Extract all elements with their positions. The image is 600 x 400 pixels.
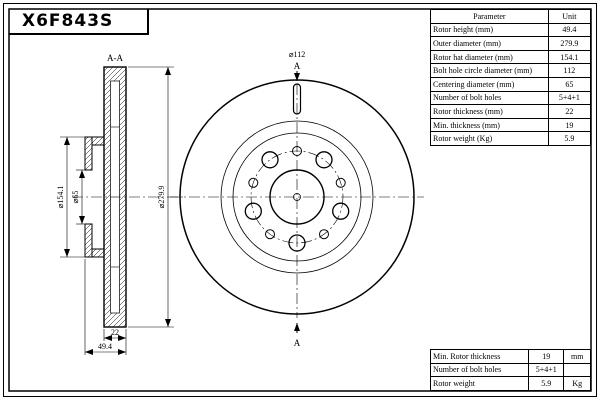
- summary-value: 19: [528, 349, 565, 364]
- spec-value: 22: [547, 104, 592, 119]
- centering-hole: [269, 169, 325, 225]
- table-row: Bolt hole circle diameter (mm) 112: [430, 63, 592, 78]
- spec-param: Outer diameter (mm): [430, 36, 549, 51]
- spec-param: Bolt hole circle diameter (mm): [430, 63, 549, 78]
- summary-label: Min. Rotor thickness: [429, 349, 530, 364]
- spec-value: 5+4+1: [547, 90, 592, 106]
- summary-value: 5+4+1: [528, 362, 565, 378]
- spec-value: 279.9: [547, 36, 592, 51]
- height-label: 49.4: [98, 342, 112, 351]
- summary-value: 5.9: [528, 376, 565, 391]
- part-number: X6F843S: [22, 11, 114, 31]
- table-row: Min. thickness (mm) 19: [430, 117, 592, 133]
- balance-slot: [292, 83, 302, 115]
- spec-value: 49.4: [547, 22, 592, 38]
- table-row: Rotor weight 5.9 Kg: [429, 376, 591, 391]
- band-inner-circle: [220, 120, 374, 274]
- small-hole: [248, 177, 259, 188]
- summary-table: Min. Rotor thickness 19 mm Number of bol…: [429, 349, 591, 391]
- table-row: Outer diameter (mm) 279.9: [430, 36, 592, 51]
- hat-web-bottom: [91, 248, 105, 258]
- spec-param: Rotor height (mm): [430, 22, 549, 38]
- table-row: Number of bolt holes 5+4+1: [430, 90, 592, 106]
- spec-header-unit: Unit: [547, 9, 592, 24]
- part-number-box: X6F843S: [9, 9, 149, 35]
- hat-face-lower: [84, 223, 93, 258]
- cross-section-view: [72, 66, 184, 328]
- spec-header-parameter: Parameter: [430, 9, 549, 24]
- summary-label: Rotor weight: [429, 376, 530, 391]
- hat-circle: [232, 132, 362, 262]
- section-arrow-label-bottom: A: [294, 338, 301, 348]
- bolt-circle-centerline: [250, 150, 344, 244]
- summary-unit: mm: [563, 349, 591, 364]
- outer-frame: [3, 3, 597, 397]
- table-row: Min. Rotor thickness 19 mm: [429, 349, 591, 364]
- table-row: Number of bolt holes 5+4+1: [429, 362, 591, 378]
- bolt-hole: [315, 151, 333, 169]
- bolt-hole: [244, 202, 262, 220]
- spec-table: Parameter Unit Rotor height (mm) 49.4 Ou…: [430, 9, 592, 146]
- spec-param: Rotor weight (Kg): [430, 131, 549, 146]
- hat-diameter-label: ⌀154.1: [56, 186, 65, 209]
- center-mark: [293, 193, 301, 201]
- summary-label: Number of bolt holes: [429, 362, 530, 378]
- small-hole: [265, 229, 275, 240]
- table-row: Centering diameter (mm) 65: [430, 76, 592, 92]
- thickness-label: 22: [111, 328, 119, 337]
- summary-unit: Kg: [563, 376, 591, 391]
- spec-value: 19: [547, 117, 592, 133]
- spec-value: 65: [547, 76, 592, 92]
- spec-value: 112: [547, 63, 592, 78]
- small-hole: [335, 177, 346, 188]
- spec-param: Centering diameter (mm): [430, 76, 549, 92]
- section-arrow-label-top: A: [294, 61, 301, 71]
- bolt-hole: [261, 151, 279, 169]
- spec-param: Rotor hat diameter (mm): [430, 49, 549, 65]
- section-title: A-A: [107, 53, 123, 63]
- outer-diameter-label: ⌀279.9: [157, 186, 166, 209]
- centering-diameter-label: ⌀65: [71, 191, 80, 204]
- spec-header-row: Parameter Unit: [430, 9, 592, 24]
- front-view: ⌀112 A A: [170, 50, 424, 348]
- hat-face-upper: [84, 136, 93, 171]
- section-dimensions: ⌀154.1 ⌀65 ⌀279.9 22 49.4 A-A: [56, 53, 174, 355]
- hat-web-top: [91, 136, 105, 146]
- bolt-circle-label: ⌀112: [289, 50, 306, 59]
- spec-param: Rotor thickness (mm): [430, 104, 549, 119]
- inner-frame: [8, 8, 592, 392]
- bolt-hole: [288, 234, 306, 252]
- summary-unit: [563, 362, 591, 378]
- table-row: Rotor weight (Kg) 5.9: [430, 131, 592, 146]
- table-row: Rotor hat diameter (mm) 154.1: [430, 49, 592, 65]
- spec-param: Min. thickness (mm): [430, 117, 549, 133]
- bolt-hole: [332, 202, 350, 220]
- small-hole: [319, 229, 329, 240]
- small-hole: [292, 146, 302, 156]
- spec-value: 5.9: [547, 131, 592, 146]
- table-row: Rotor thickness (mm) 22: [430, 104, 592, 119]
- spec-param: Number of bolt holes: [430, 90, 549, 106]
- table-row: Rotor height (mm) 49.4: [430, 22, 592, 38]
- spec-value: 154.1: [547, 49, 592, 65]
